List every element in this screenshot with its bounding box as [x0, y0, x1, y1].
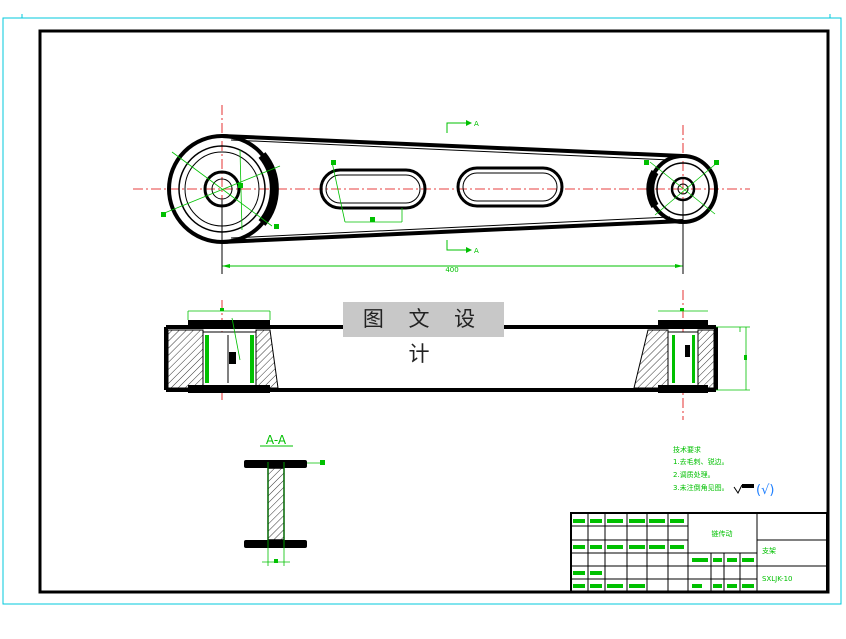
section-label: A-A — [266, 433, 287, 447]
drawing-frame — [38, 29, 830, 594]
section-a-a: A-A — [244, 433, 325, 566]
sheet-border — [2, 14, 842, 605]
tech-note-2: 2.调质处理。 — [673, 470, 715, 479]
material-label: 支架 — [762, 546, 776, 555]
roughness-symbol: (√) — [733, 483, 774, 498]
roughness-note: (√) — [756, 483, 774, 498]
center-distance-dimension: 400 — [445, 266, 458, 274]
drawing-number: SXLJK-10 — [762, 575, 793, 583]
tech-notes-title: 技术要求 — [673, 445, 701, 454]
title-block: 链传动 支架 SXLJK-10 — [570, 512, 828, 593]
front-view — [164, 290, 750, 420]
section-marker-top: A — [474, 120, 479, 128]
technical-notes: 技术要求 1.去毛刺、锐边。 2.调质处理。 3.未注倒角见图。 — [673, 445, 729, 492]
top-view: 400 A A — [133, 105, 750, 274]
watermark: 图 文 设 计 — [343, 302, 504, 366]
section-marker-bottom: A — [474, 247, 479, 255]
part-name: 链传动 — [712, 529, 733, 538]
tech-note-3: 3.未注倒角见图。 — [673, 483, 729, 492]
tech-note-1: 1.去毛刺、锐边。 — [673, 457, 729, 466]
